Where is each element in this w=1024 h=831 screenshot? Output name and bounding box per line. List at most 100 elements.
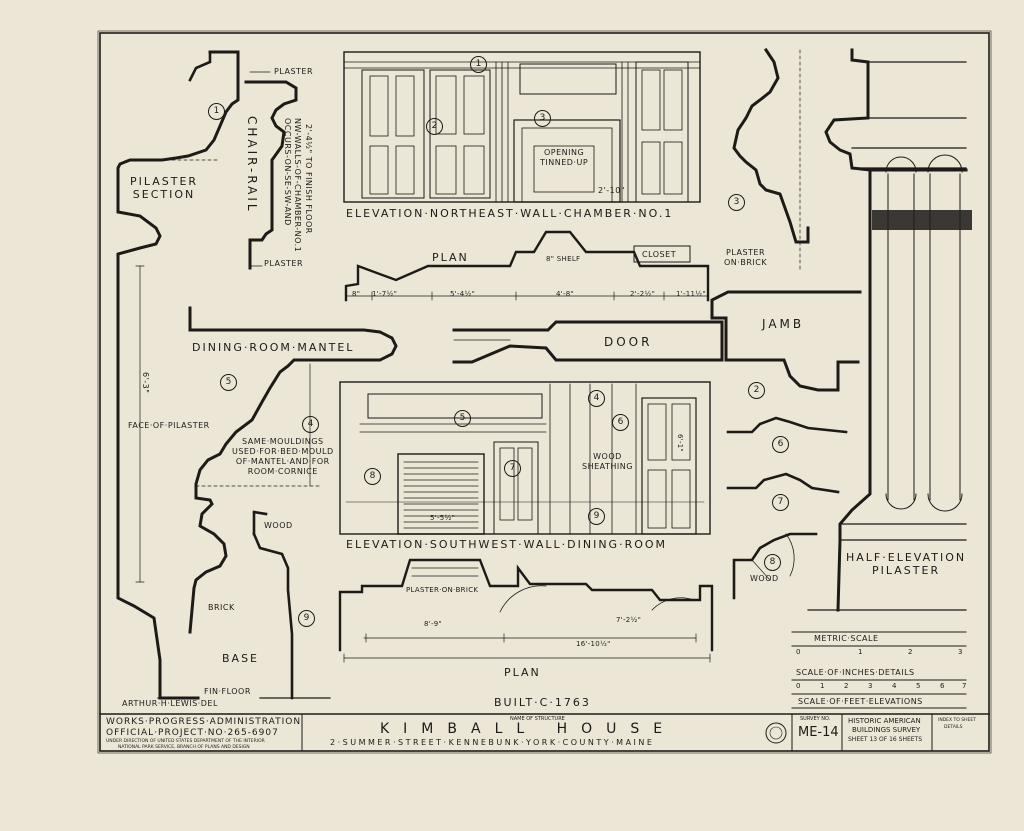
tb-survey-no-label: SURVEY NO. (800, 716, 831, 722)
inch-tick-7: 7 (962, 682, 967, 690)
inches-scale-label: SCALE·OF·INCHES·DETAILS (796, 668, 915, 677)
dining-room-mantel-label: DINING·ROOM·MANTEL (192, 341, 355, 354)
dim-7-2: 7'-2½" (616, 616, 642, 624)
tb-index-1: INDEX TO SHEET (938, 718, 976, 723)
chair-rail-note-2: NW-WALLS-OF-CHAMBER-NO.1 (293, 118, 302, 253)
elevation-ne-title: ELEVATION·NORTHEAST·WALL·CHAMBER·NO.1 (346, 207, 674, 220)
tb-under-2: NATIONAL PARK SERVICE, BRANCH OF PLANS A… (118, 745, 250, 750)
dim-5-5: 5'-5½" (430, 514, 456, 522)
built-date: BUILT·C·1763 (494, 696, 591, 709)
base-label: BASE (222, 652, 260, 665)
callout-7-detail: 7 (772, 494, 789, 511)
tb-habs-2: BUILDINGS SURVEY (852, 726, 921, 734)
inch-tick-4: 4 (892, 682, 897, 690)
plan-lower-outline (338, 558, 714, 652)
dim-upper-5: 1'-11½" (676, 290, 706, 298)
chair-rail-note-1: OCCURS-ON-SE-SW-AND (283, 118, 292, 226)
metric-tick-3: 3 (958, 648, 963, 656)
pilaster-capital (824, 48, 968, 172)
dim-upper-1: 1'-7½" (372, 290, 398, 298)
fin-floor-label: FIN·FLOOR (204, 687, 251, 696)
sheet-border (99, 32, 990, 752)
wood-label-2: WOOD (750, 574, 779, 583)
detail-8-profile (732, 532, 818, 600)
inch-tick-5: 5 (916, 682, 921, 690)
tb-wpa: WORKS·PROGRESS·ADMINISTRATION (106, 717, 302, 727)
jamb-label: JAMB (762, 317, 805, 331)
chair-rail-profile (244, 80, 298, 270)
dim-upper-2: 5'-4½" (450, 290, 476, 298)
elevation-sw-title: ELEVATION·SOUTHWEST·WALL·DINING·ROOM (346, 538, 668, 551)
inch-tick-6: 6 (940, 682, 945, 690)
detail-7-profile (726, 472, 840, 494)
metric-scale-label: METRIC·SCALE (814, 634, 879, 643)
inch-tick-3: 3 (868, 682, 873, 690)
callout-3-detail: 3 (728, 194, 745, 211)
detail-3-profile (732, 47, 810, 244)
door-section (452, 320, 724, 364)
dim-2-10: 2'-10" (598, 186, 626, 195)
dim-upper-4: 2'-2½" (630, 290, 656, 298)
dim-total-lower: 16'-10½" (576, 640, 611, 648)
closet-label: CLOSET (642, 250, 677, 259)
detail-6-profile (726, 416, 848, 434)
tb-sheet: SHEET 13 OF 16 SHEETS (848, 736, 923, 743)
metric-tick-0: 0 (796, 648, 801, 656)
mantel-profile (188, 306, 398, 634)
plaster-on-brick-lower: PLASTER·ON·BRICK (406, 586, 479, 594)
callout-8-detail: 8 (764, 554, 781, 571)
callout-4-elevation: 4 (588, 390, 605, 407)
wood-label-1: WOOD (264, 521, 293, 530)
callout-8-elevation: 8 (364, 468, 381, 485)
inch-tick-2: 2 (844, 682, 849, 690)
tb-survey-no: ME-14 (798, 725, 839, 740)
tb-index-2: DETAILS (944, 725, 963, 730)
callout-2-jamb: 2 (748, 382, 765, 399)
delineator-label: ARTHUR·H·LEWIS·DEL (122, 699, 218, 708)
dim-8-9: 8'-9" (424, 620, 443, 628)
callout-1-elevation: 1 (470, 56, 487, 73)
plan-upper-outline (344, 230, 710, 302)
feet-scale-label: SCALE·OF·FEET·ELEVATIONS (798, 697, 923, 706)
metric-tick-2: 2 (908, 648, 913, 656)
tb-structure-name: KIMBALL HOUSE (380, 721, 677, 737)
callout-6-elevation: 6 (612, 414, 629, 431)
callout-7-elevation: 7 (504, 460, 521, 477)
callout-9-elevation: 9 (588, 508, 605, 525)
elevation-sw-frame (339, 381, 711, 535)
sheet-border-outer (97, 30, 992, 754)
dim-upper-3: 4'-8" (556, 290, 575, 298)
tb-habs-1: HISTORIC AMERICAN (848, 717, 921, 725)
dim-6-1: 6'-1" (676, 434, 684, 453)
callout-2: 2 (426, 118, 443, 135)
tb-name-of-structure: NAME OF STRUCTURE (510, 716, 565, 722)
hatched-band (872, 210, 972, 230)
chair-rail-note-3: 2'-4½" TO FINISH FLOOR (304, 124, 313, 234)
dim-upper-0: 8" (352, 290, 361, 298)
face-of-pilaster-label: FACE·OF·PILASTER (128, 421, 210, 430)
brick-label: BRICK (208, 603, 235, 612)
inch-tick-0: 0 (796, 682, 801, 690)
callout-4: 4 (302, 416, 319, 433)
inch-tick-1: 1 (820, 682, 825, 690)
plaster-bottom-label: PLASTER (264, 259, 304, 268)
callout-9-base: 9 (298, 610, 315, 627)
callout-3: 3 (534, 110, 551, 127)
callout-6-detail: 6 (772, 436, 789, 453)
pilaster-section-profile (116, 50, 240, 700)
callout-5: 5 (220, 374, 237, 391)
tb-address: 2·SUMMER·STREET·KENNEBUNK·YORK·COUNTY·MA… (330, 738, 655, 747)
plan-upper-title: PLAN (432, 251, 469, 264)
plan-lower-title: PLAN (504, 666, 541, 679)
callout-1: 1 (208, 103, 225, 120)
tb-project: OFFICIAL·PROJECT·NO·265-6907 (106, 728, 279, 738)
height-6-3: 6'-3" (141, 372, 150, 394)
